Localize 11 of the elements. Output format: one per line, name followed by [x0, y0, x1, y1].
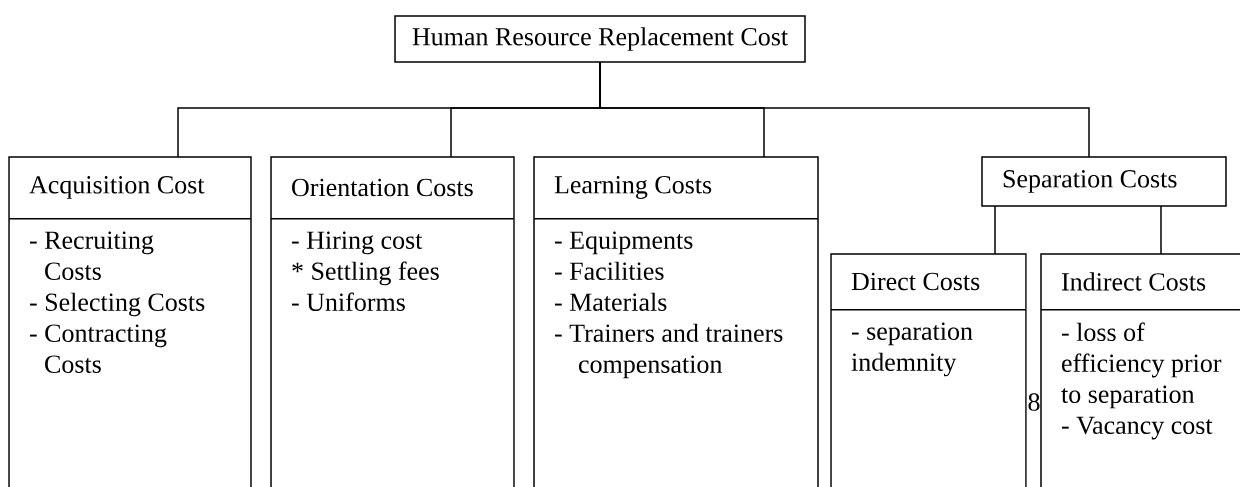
- cost-box: Direct Costs - separation indemnity: [830, 253, 1027, 487]
- connector-line: [1160, 205, 1162, 255]
- cost-box: Acquisition Cost - Recruiting Costs - Selecting Costs - Contracting Costs: [8, 156, 252, 487]
- cost-box: Indirect Costs - loss of efficiency prior to separation - Vacancy cost: [1040, 253, 1240, 487]
- connector-line: [994, 205, 996, 255]
- cost-box: Learning Costs - Equipments - Facilities - Materials - Trainers and trainers compensation: [533, 156, 819, 487]
- cost-box: Separation Costs: [981, 156, 1227, 207]
- title-box: Human Resource Replacement Cost: [394, 15, 806, 63]
- page-number: 8: [1028, 393, 1040, 411]
- connector-line: [599, 61, 1090, 158]
- cost-box: Orientation Costs - Hiring cost * Settling fees - Uniforms: [270, 156, 515, 487]
